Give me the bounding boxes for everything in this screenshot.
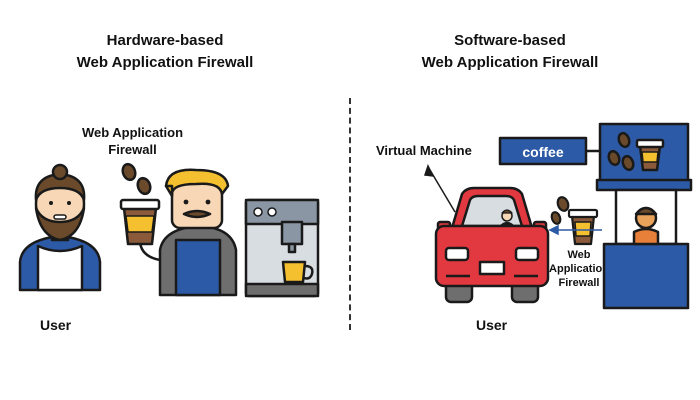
left-waf-label-line2: Firewall <box>108 142 157 157</box>
right-waf-label-line3: Firewall <box>558 277 600 289</box>
right-waf-label-line1: Web <box>567 249 591 261</box>
left-title: Hardware-based Web Application Firewall <box>60 30 270 74</box>
left-waf-label: Web Application Firewall <box>80 124 185 158</box>
car-virtual-machine <box>434 186 550 304</box>
request-arrow <box>548 224 602 236</box>
left-waf-label-line1: Web Application <box>81 125 184 140</box>
left-title-line2: Web Application Firewall <box>76 54 254 71</box>
right-title-line2: Web Application Firewall <box>421 54 599 71</box>
panel-divider <box>349 98 351 330</box>
vm-pointer-arrow <box>423 164 456 213</box>
coffee-sign-text: coffee <box>522 144 563 160</box>
right-waf-label: Web Application Firewall <box>544 248 614 290</box>
user-avatar-left <box>18 163 102 292</box>
left-user-label: User <box>40 317 72 333</box>
coffee-kiosk <box>498 122 693 310</box>
right-title: Software-based Web Application Firewall <box>405 30 615 74</box>
left-title-line1: Hardware-based <box>106 32 224 49</box>
right-waf-label-line2: Application <box>549 263 609 275</box>
software-waf-icon <box>550 196 599 246</box>
vm-label: Virtual Machine <box>376 143 472 158</box>
barista-waf-icon <box>119 162 320 298</box>
right-user-label: User <box>476 317 508 333</box>
right-title-line1: Software-based <box>454 32 566 49</box>
